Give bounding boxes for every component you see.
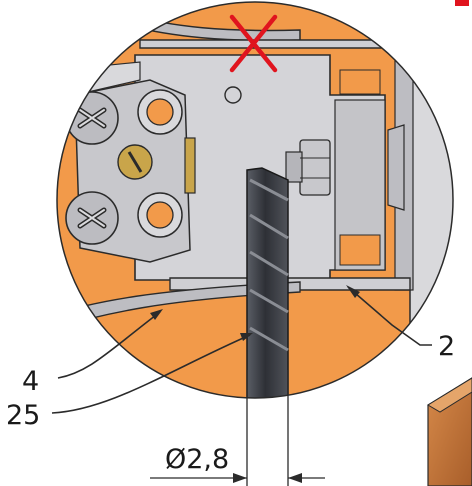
hex-nut	[299, 139, 331, 196]
cavity-bottom	[339, 234, 381, 266]
housing-hole	[224, 86, 242, 104]
brass-bar	[184, 137, 196, 194]
leader-2	[347, 286, 432, 346]
callout-label-25: 25	[6, 400, 40, 431]
drill-bit	[246, 167, 289, 398]
red-x-icon	[229, 14, 278, 73]
leader-25	[51, 334, 251, 414]
cavity-top	[339, 69, 381, 95]
wood-block	[427, 377, 472, 486]
detail-circle-outline	[56, 1, 454, 399]
side-clip	[387, 124, 405, 211]
callout-label-2: 2	[438, 331, 455, 362]
dim-arrow-right	[288, 473, 302, 483]
corner-red-mark	[455, 0, 469, 6]
callout-label-4: 4	[22, 366, 39, 397]
dim-arrow-left	[233, 473, 247, 483]
bolt-stub	[285, 151, 303, 183]
leader-4	[57, 311, 161, 379]
dimension-label: Ø2,8	[165, 444, 229, 475]
detail-view	[57, 2, 453, 398]
top-rail	[139, 39, 406, 49]
